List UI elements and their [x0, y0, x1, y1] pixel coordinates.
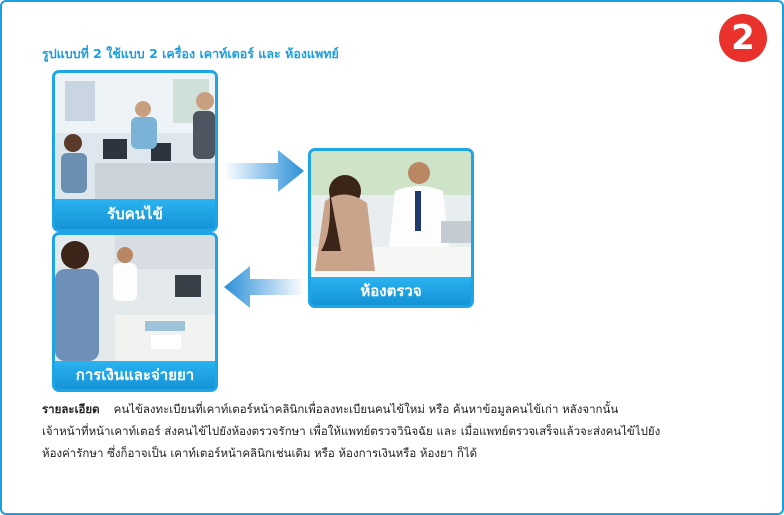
- reception-photo: [55, 73, 215, 199]
- details-line-2: เจ้าหน้าที่หน้าเคาท์เตอร์ ส่งคนไข้ไปยังห…: [42, 424, 661, 438]
- details-text-1: คนไข้ลงทะเบียนที่เคาท์เตอร์หน้าคลินิกเพื…: [113, 402, 619, 416]
- details-label: รายละเอียด: [42, 402, 100, 416]
- reception-caption: รับคนไข้: [55, 199, 215, 229]
- cashier-pharmacy-caption: การเงินและจ่ายยา: [55, 361, 215, 389]
- step-number-badge: 2: [719, 14, 767, 62]
- exam-room-caption: ห้องตรวจ: [311, 277, 471, 305]
- details-paragraph: รายละเอียด คนไข้ลงทะเบียนที่เคาท์เตอร์หน้…: [42, 398, 742, 464]
- cashier-pharmacy-photo: [55, 235, 215, 361]
- exam-room-card: ห้องตรวจ: [308, 148, 474, 308]
- page-title: รูปแบบที่ 2 ใช้แบบ 2 เครื่อง เคาท์เตอร์ …: [42, 46, 339, 61]
- arrow-left-icon: [224, 266, 304, 308]
- reception-card: รับคนไข้: [52, 70, 218, 232]
- cashier-pharmacy-card: การเงินและจ่ายยา: [52, 232, 218, 392]
- details-line-1: รายละเอียด คนไข้ลงทะเบียนที่เคาท์เตอร์หน้…: [42, 398, 742, 420]
- details-line-3: ห้องค่ารักษา ซึ่งก็อาจเป็น เคาท์เตอร์หน้…: [42, 446, 478, 460]
- arrow-right-icon: [224, 150, 304, 192]
- exam-room-photo: [311, 151, 471, 277]
